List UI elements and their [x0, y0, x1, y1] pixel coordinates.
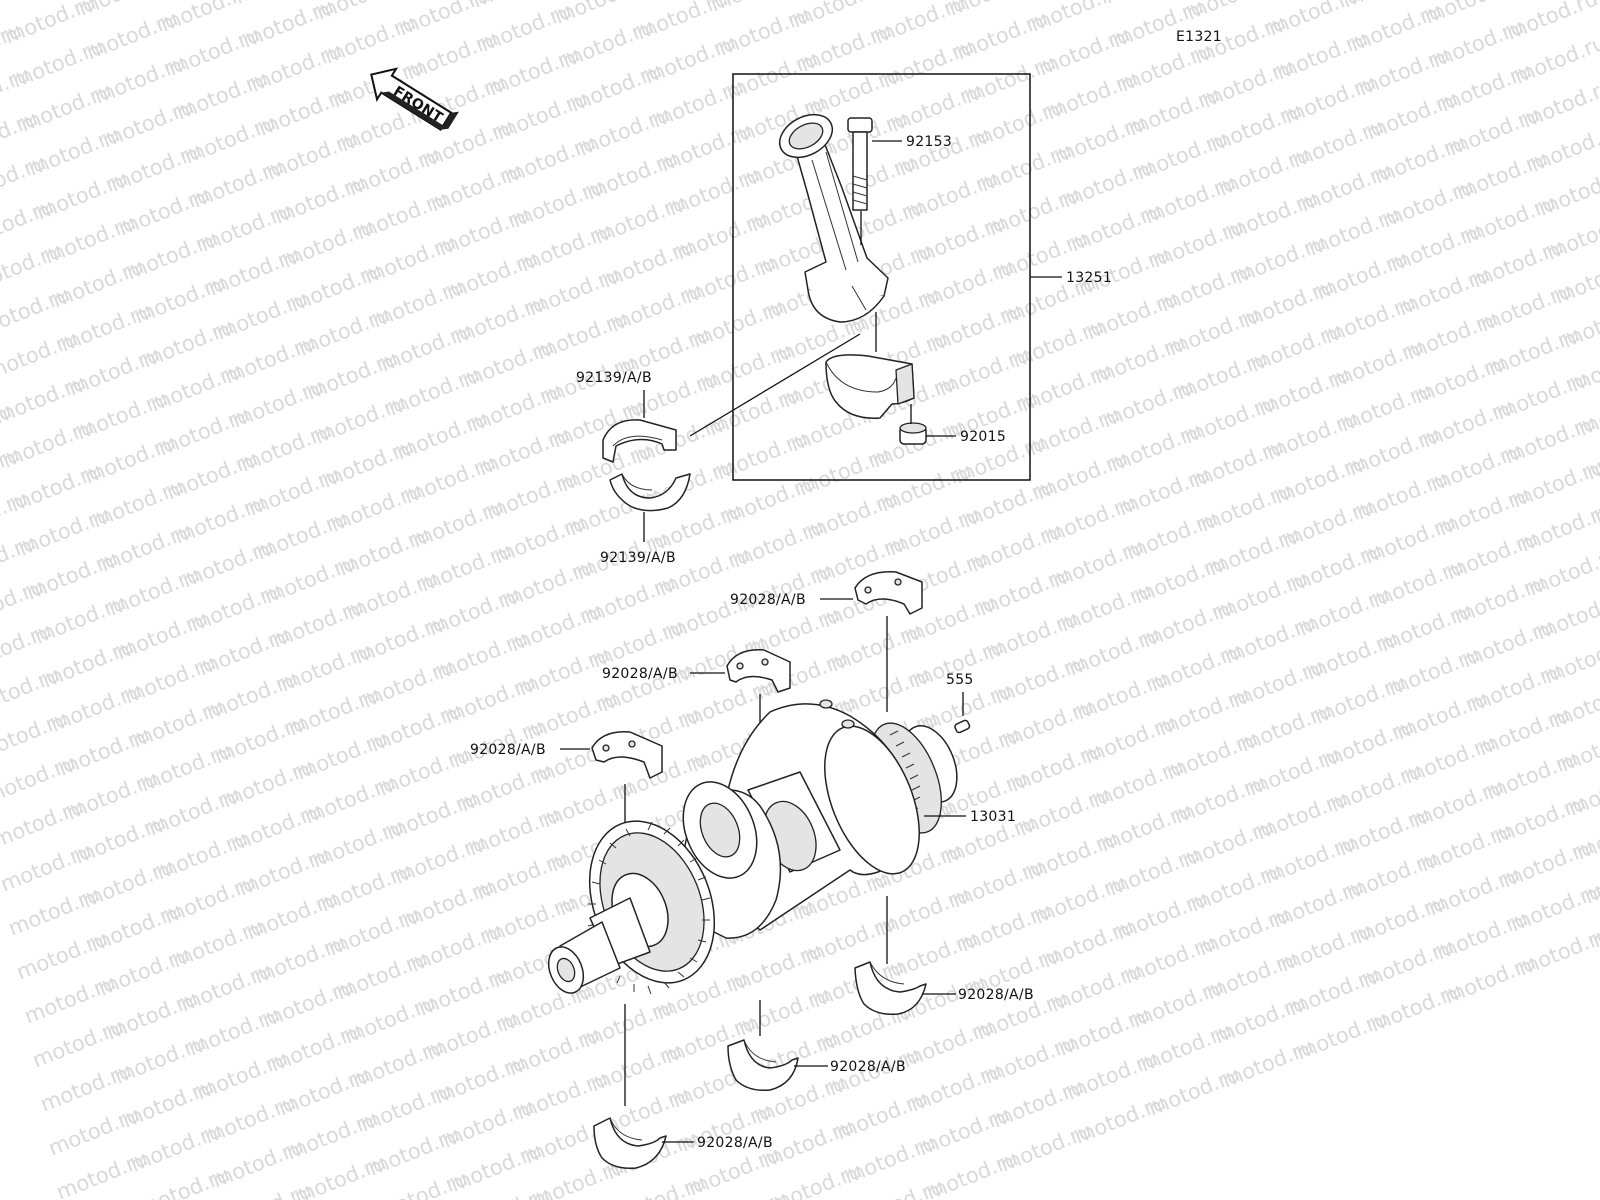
- connecting-rod: [778, 113, 889, 323]
- connecting-rod-cap: [825, 354, 915, 419]
- label-con-rod-assy: 13251: [1066, 270, 1112, 286]
- main-bearing-upper-3: [591, 731, 663, 779]
- main-bearing-lower-3: [593, 1117, 667, 1170]
- crankshaft: [547, 699, 958, 995]
- label-main-bearing-upper-3: 92028/A/B: [470, 742, 546, 758]
- label-crankshaft: 13031: [970, 809, 1016, 825]
- label-main-bearing-lower-3: 92028/A/B: [697, 1135, 773, 1151]
- label-nut: 92015: [960, 429, 1006, 445]
- label-bolt: 92153: [906, 134, 952, 150]
- label-rod-bearing-lower: 92139/A/B: [600, 550, 676, 566]
- main-bearing-upper-2: [726, 649, 791, 693]
- label-main-bearing-upper-1: 92028/A/B: [730, 592, 806, 608]
- dowel-pin: [954, 719, 971, 734]
- rod-bearing-lower: [609, 473, 691, 512]
- main-bearing-upper-1: [854, 571, 923, 615]
- rod-bearing-upper: [602, 419, 677, 463]
- diagram-code: E1321: [1176, 29, 1222, 45]
- label-rod-bearing-upper: 92139/A/B: [576, 370, 652, 386]
- main-bearing-lower-1: [854, 961, 927, 1016]
- main-bearing-lower-2: [727, 1039, 799, 1092]
- connecting-rod-bolt: [847, 117, 873, 211]
- label-pin: 555: [946, 672, 974, 688]
- connecting-rod-nut: [899, 422, 927, 445]
- label-main-bearing-upper-2: 92028/A/B: [602, 666, 678, 682]
- label-main-bearing-lower-1: 92028/A/B: [958, 987, 1034, 1003]
- label-main-bearing-lower-2: 92028/A/B: [830, 1059, 906, 1075]
